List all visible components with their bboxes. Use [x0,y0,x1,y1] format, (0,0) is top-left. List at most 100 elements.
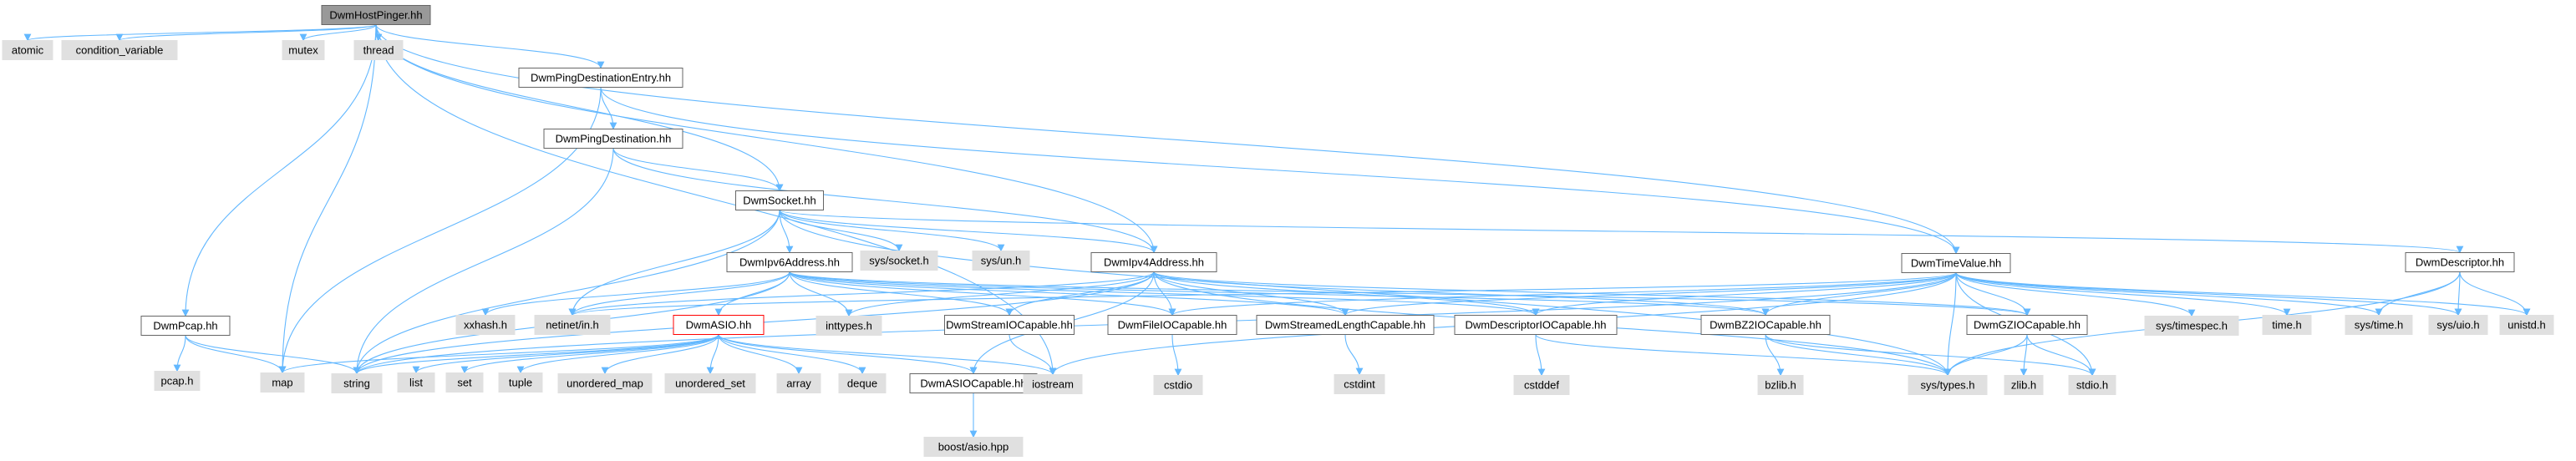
node-condvar: condition_variable [61,40,178,60]
node-gzio[interactable]: DwmGZIOCapable.hh [1966,315,2088,335]
edge-pde-to-pd [600,87,617,130]
node-pcap[interactable]: DwmPcap.hh [140,316,231,336]
node-sock[interactable]: DwmSocket.hh [735,190,824,210]
node-box-sys_uio [2428,315,2488,335]
node-box-pcap_h [154,371,201,391]
node-mutex: mutex [282,40,325,60]
node-map: map [260,372,305,393]
edge-ipv4-to-bz2 [1153,271,1770,317]
edge-root-to-atomic [23,23,377,42]
node-box-descio [1454,315,1618,335]
node-bz2[interactable]: DwmBZ2IOCapable.hh [1700,315,1831,335]
node-sys_time: sys/time.h [2345,315,2413,335]
node-label-iostream: iostream [1032,377,1074,390]
node-label-xxhash: xxhash.h [464,318,507,331]
node-box-pcap [140,316,231,336]
edge-root-to-map [278,24,377,374]
edge-descriptor-to-sys_uio [2454,271,2462,317]
edge-layer [23,23,2531,438]
edge-asio-to-uset [706,334,719,375]
node-label-umap: unordered_map [567,377,643,389]
edge-bz2-to-sys_types [1765,334,1952,377]
node-pd[interactable]: DwmPingDestination.hh [543,129,683,149]
node-cstdint: cstdint [1334,374,1385,394]
edge-sock-to-netinet [568,210,780,317]
node-box-fileio [1107,315,1237,335]
edge-descriptor-to-sys_time [2375,271,2461,317]
node-streamedlen[interactable]: DwmStreamedLengthCapable.hh [1256,315,1435,335]
node-label-timespec: sys/timespec.h [2156,319,2228,332]
node-label-sys_uio: sys/uio.h [2436,318,2479,331]
edge-pd-to-string [353,148,614,375]
node-timevalue[interactable]: DwmTimeValue.hh [1901,253,2011,273]
edge-ipv6-to-fileio [789,271,1176,317]
node-ipv6[interactable]: DwmIpv6Address.hh [726,252,853,272]
node-label-unistd: unistd.h [2507,318,2546,331]
edge-timevalue-to-sys_types [1943,272,1957,377]
node-box-bzlib [1757,375,1804,395]
node-label-fileio: DwmFileIOCapable.hh [1118,318,1227,331]
edge-sock-to-sys_socket [779,210,903,252]
node-deque: deque [838,373,887,393]
node-box-timevalue [1901,253,2011,273]
node-label-sys_time: sys/time.h [2355,318,2404,331]
node-asio[interactable]: DwmASIO.hh [673,315,765,335]
node-xxhash: xxhash.h [455,315,516,335]
node-box-thread [353,40,404,60]
edge-streamio-to-iostream [1009,334,1057,376]
node-box-zlib [2004,375,2044,395]
node-box-asio [673,315,765,335]
node-label-thread: thread [363,43,394,56]
edge-timevalue-to-timespec [1955,272,2196,317]
node-box-umap [557,373,653,393]
edge-root-to-iostream [375,24,1057,376]
node-descriptor[interactable]: DwmDescriptor.hh [2405,252,2515,272]
edge-sock-to-string [353,210,780,375]
node-descio[interactable]: DwmDescriptorIOCapable.hh [1454,315,1618,335]
edge-timevalue-to-netinet [569,272,1957,317]
node-box-pd [543,129,683,149]
node-label-zlib: zlib.h [2011,378,2036,391]
edge-asio-to-asiocap [718,334,978,375]
node-box-sys_types [1908,375,1988,395]
node-box-xxhash [455,315,516,335]
edge-ipv4-to-descio [1153,271,1540,317]
node-box-gzio [1966,315,2088,335]
node-ipv4[interactable]: DwmIpv4Address.hh [1090,252,1217,272]
node-label-pcap_h: pcap.h [160,374,193,387]
node-label-gzio: DwmGZIOCapable.hh [1974,318,2081,331]
node-box-mutex [282,40,325,60]
node-string: string [331,373,383,393]
node-label-ipv4: DwmIpv4Address.hh [1104,256,1204,268]
node-asiocap[interactable]: DwmASIOCapable.hh [909,373,1038,393]
node-box-cstddef [1513,375,1570,395]
node-box-ipv6 [726,252,853,272]
node-label-atomic: atomic [12,43,44,56]
edge-ipv6-to-xxhash [481,271,790,317]
node-box-sock [735,190,824,210]
node-uset: unordered_set [664,373,756,393]
edge-root-to-timevalue [375,24,1960,255]
edge-ipv6-to-netinet [568,271,790,317]
node-root[interactable]: DwmHostPinger.hh [321,5,431,25]
node-box-netinet [534,315,611,335]
node-sys_socket: sys/socket.h [860,251,938,271]
edge-root-to-pcap [181,24,377,317]
node-label-ipv6: DwmIpv6Address.hh [739,256,840,268]
node-box-inttypes [815,316,882,336]
node-label-map: map [272,376,292,388]
edge-sock-to-ipv6 [779,210,794,254]
node-box-deque [838,373,887,393]
node-streamio[interactable]: DwmStreamIOCapable.hh [944,315,1075,335]
node-label-stdio: stdio.h [2076,378,2108,391]
node-pde[interactable]: DwmPingDestinationEntry.hh [518,68,683,88]
node-label-pde: DwmPingDestinationEntry.hh [531,71,671,84]
node-box-cstdio [1153,375,1203,395]
node-atomic: atomic [2,40,53,60]
node-label-pd: DwmPingDestination.hh [556,132,672,144]
node-fileio[interactable]: DwmFileIOCapable.hh [1107,315,1237,335]
edge-descio-to-sys_types [1535,334,1952,377]
edge-sock-to-ipv4 [779,210,1158,254]
edge-root-to-sock [375,24,784,192]
